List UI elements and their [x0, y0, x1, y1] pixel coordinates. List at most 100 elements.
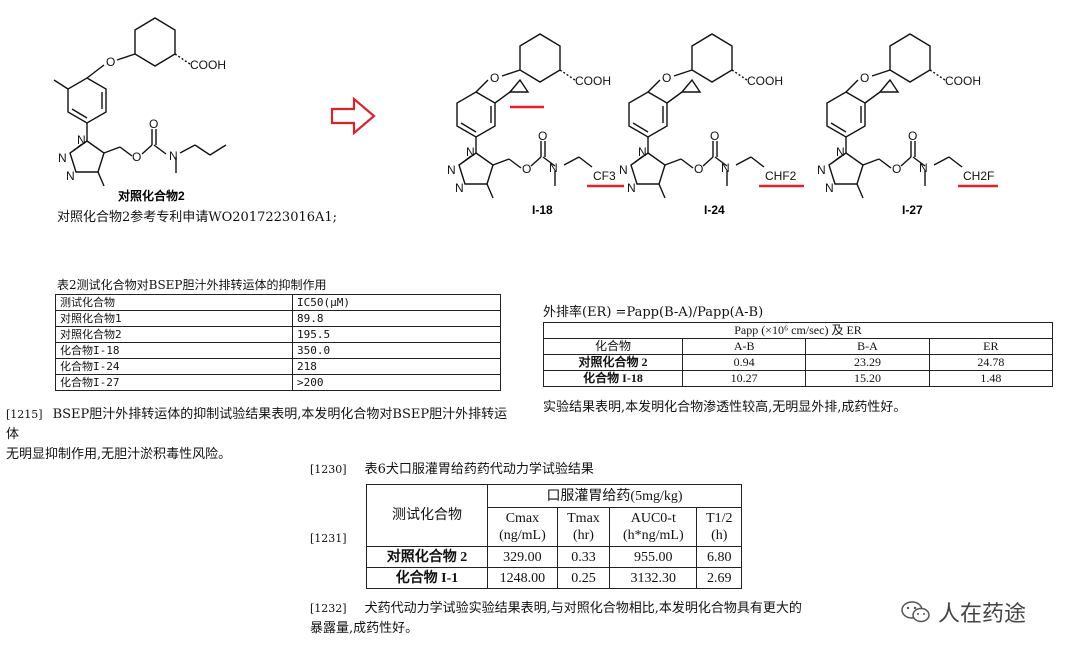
table-cell: 2.69 — [696, 567, 742, 589]
table2-title: 表2测试化合物对BSEP胆汁外排转运体的抑制作用 — [57, 278, 327, 292]
svg-text:N: N — [169, 149, 178, 163]
svg-text:N: N — [447, 163, 456, 177]
table-cell: 6.80 — [696, 546, 742, 568]
paragraph-1215: [1215]BSEP胆汁外排转运体的抑制试验结果表明,本发明化合物对BSEP胆汁… — [6, 405, 516, 465]
table-header-cell: 测试化合物 — [55, 294, 293, 311]
svg-text:O: O — [490, 71, 499, 85]
table-cell: 329.00 — [487, 546, 558, 568]
svg-text:N: N — [825, 181, 834, 195]
svg-text:O: O — [662, 71, 671, 85]
paragraph-1232: [1232] 犬药代动力学试验实验结果表明,与对照化合物相比,本发明化合物具有更大… — [310, 599, 890, 639]
svg-text:N: N — [66, 169, 75, 183]
table-cell: 对照化合物 2 — [366, 546, 488, 568]
table-cell: 1248.00 — [487, 567, 558, 589]
svg-text:O: O — [860, 71, 869, 85]
table-row: 化合物 I-18 10.27 15.20 1.48 — [543, 370, 1054, 387]
paragraph-text: 暴露量,成药性好。 — [310, 621, 419, 636]
table-cell: 955.00 — [609, 546, 698, 568]
svg-text:O: O — [538, 129, 547, 143]
cooh-label: COOH — [575, 74, 611, 88]
svg-text:N: N — [721, 161, 730, 175]
table-header-cell: IC50(μM) — [292, 294, 501, 311]
svg-text:N: N — [836, 145, 845, 159]
table-cell: 化合物 I-1 — [366, 567, 488, 589]
svg-text:O: O — [132, 150, 141, 164]
svg-text:O: O — [694, 162, 703, 176]
svg-text:O: O — [149, 117, 158, 131]
table-header-row: 测试化合物 口服灌胃给药(5mg/kg) — [366, 484, 742, 547]
er-formula: 外排率(ER) =Papp(B-A)/Papp(A-B) — [543, 305, 764, 320]
compound-i18-caption: I-18 — [532, 203, 553, 217]
watermark: 人在药途 — [900, 596, 1026, 628]
table-cell: 1.48 — [928, 370, 1054, 387]
table-cell: 195.5 — [292, 326, 501, 343]
transformation-arrow-icon — [330, 96, 376, 136]
chf2-label: CHF2 — [765, 169, 797, 183]
cf3-label: CF3 — [593, 169, 616, 183]
compound-i18-structure: COOH O N N N O O N CF3 I-18 — [447, 33, 624, 217]
table-row: 化合物I-27>200 — [55, 374, 501, 391]
paragraph-number: [1230] — [310, 463, 347, 476]
table-cell: 对照化合物1 — [55, 310, 293, 327]
pk-table: 测试化合物 口服灌胃给药(5mg/kg) Cmax(ng/mL) Tmax(hr… — [366, 484, 742, 589]
table-header-cell: 测试化合物 — [366, 484, 488, 547]
reference-compound-structure: COOH O N N N O O N 对照化合物2 — [53, 17, 227, 203]
svg-text:N: N — [77, 133, 86, 147]
table-cell: 化合物I-24 — [55, 358, 293, 375]
table-header-cell: ER — [928, 338, 1054, 355]
svg-text:N: N — [638, 145, 647, 159]
reference-note: 对照化合物2参考专利申请WO2017223016A1; — [57, 210, 338, 225]
er-conclusion: 实验结果表明,本发明化合物渗透性较高,无明显外排,成药性好。 — [543, 400, 907, 415]
table-cell: 对照化合物 2 — [543, 354, 683, 371]
table-header-row: Papp (×10⁶ cm/sec) 及 ER — [543, 322, 1053, 339]
table-cell: 化合物 I-18 — [543, 370, 683, 387]
table-header-cell: T1/2(h) — [696, 507, 742, 547]
table-cell: 89.8 — [292, 310, 501, 327]
table-cell: 0.33 — [556, 546, 611, 568]
table-header-cell: 化合物 — [543, 338, 683, 355]
svg-text:N: N — [549, 161, 558, 175]
table-row: 对照化合物 2 0.94 23.29 24.78 — [543, 354, 1054, 371]
table-cell: 0.94 — [681, 354, 807, 371]
table-cell: 0.25 — [556, 567, 611, 589]
svg-text:O: O — [106, 55, 115, 69]
svg-text:O: O — [908, 129, 917, 143]
table-cell: 化合物I-18 — [55, 342, 293, 359]
table-header-row: Cmax(ng/mL) Tmax(hr) AUC0-t(h*ng/mL) T1/… — [367, 507, 742, 547]
table-group-header: Papp (×10⁶ cm/sec) 及 ER — [543, 322, 1053, 339]
cooh-label: COOH — [747, 74, 783, 88]
compound-i24-structure: COOH O N N N O O N CHF2 I-24 — [619, 33, 804, 217]
paragraph-text: BSEP胆汁外排转运体的抑制试验结果表明,本发明化合物对BSEP胆汁外排转运体 — [6, 407, 508, 442]
table-cell: 23.29 — [805, 354, 930, 371]
svg-text:N: N — [627, 181, 636, 195]
table-cell: 15.20 — [805, 370, 930, 387]
paragraph-text: 无明显抑制作用,无胆汁淤积毒性风险。 — [6, 447, 232, 462]
table-cell: 3132.30 — [609, 567, 698, 589]
er-table: Papp (×10⁶ cm/sec) 及 ER 化合物 A-B B-A ER 对… — [543, 322, 1054, 387]
svg-text:N: N — [619, 163, 628, 177]
reference-compound-caption: 对照化合物2 — [118, 188, 185, 203]
paragraph-number: [1215] — [6, 408, 43, 421]
table-cell: 24.78 — [928, 354, 1054, 371]
watermark-text: 人在药途 — [938, 601, 1027, 626]
table-cell: 218 — [292, 358, 501, 375]
table-cell: 化合物I-27 — [55, 374, 293, 391]
table-cell: >200 — [292, 374, 501, 391]
pk-table-title: 表6犬口服灌胃给药药代动力学试验结果 — [364, 462, 594, 477]
svg-text:N: N — [466, 145, 475, 159]
svg-text:N: N — [919, 161, 928, 175]
paragraph-number: [1231] — [310, 532, 347, 545]
cooh-label: COOH — [945, 74, 981, 88]
table-cell: 对照化合物2 — [55, 326, 293, 343]
table-row: 对照化合物 2 329.00 0.33 955.00 6.80 — [366, 546, 742, 568]
svg-text:N: N — [58, 151, 67, 165]
paragraph-number: [1232] — [310, 602, 347, 615]
paragraph-text: 犬药代动力学试验实验结果表明,与对照化合物相比,本发明化合物具有更大的 — [364, 601, 802, 616]
table-header-cell: Cmax(ng/mL) — [487, 507, 558, 547]
compound-i27-structure: COOH O N N N O O N CH2F I-27 — [817, 33, 998, 217]
